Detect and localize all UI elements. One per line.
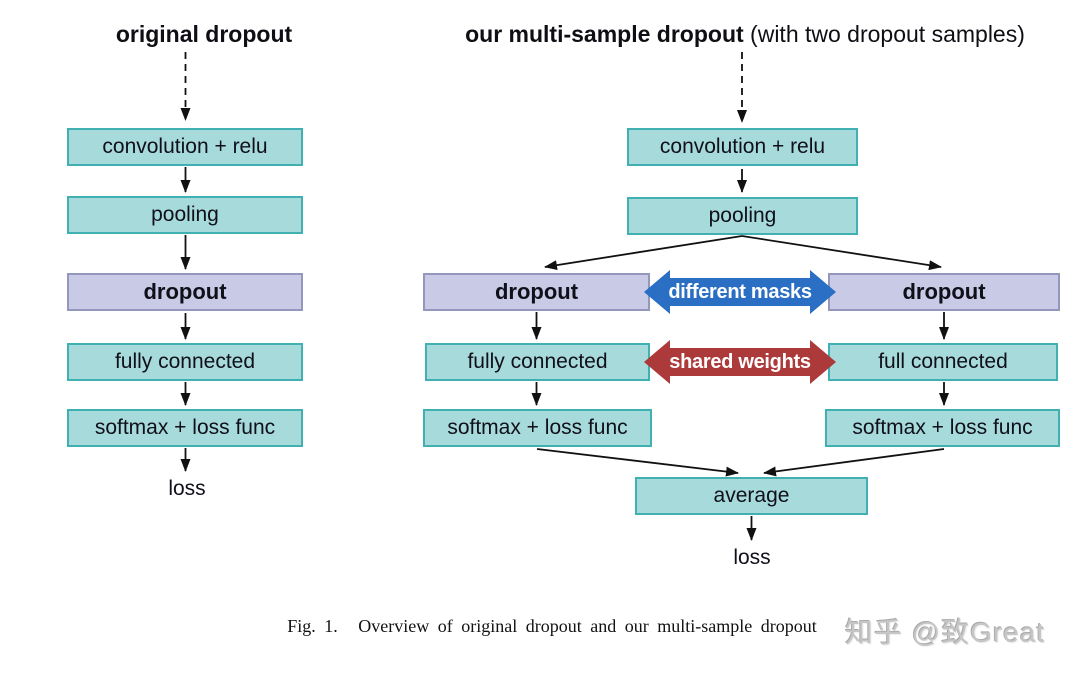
arrow-shaft: [669, 278, 811, 306]
figure-caption: Fig. 1. Overview of original dropout and…: [287, 616, 816, 637]
right-diagram-title-bold: our multi-sample dropout: [465, 21, 744, 47]
right-box-fully-connected-left: fully connected: [425, 343, 650, 381]
left-box-fully-connected: fully connected: [67, 343, 303, 381]
arrow-left-head-icon: [644, 270, 670, 314]
left-box-convolution-relu: convolution + relu: [67, 128, 303, 166]
arrow-left-head-icon: [644, 340, 670, 384]
right-box-dropout-left: dropout: [423, 273, 650, 311]
right-box-pooling: pooling: [627, 197, 858, 235]
figure-caption-text: Overview of original dropout and our mul…: [358, 616, 817, 636]
right-box-full-connected-right: full connected: [828, 343, 1058, 381]
right-loss-label: loss: [733, 546, 771, 569]
different-masks-arrow: different masks: [644, 270, 836, 314]
shared-weights-arrow: shared weights: [644, 340, 836, 384]
left-box-softmax-loss: softmax + loss func: [67, 409, 303, 447]
shared-weights-label: shared weights: [669, 350, 811, 373]
right-diagram-title: our multi-sample dropout (with two dropo…: [465, 21, 1025, 48]
left-loss-label: loss: [168, 477, 206, 500]
right-diagram-title-rest: (with two dropout samples): [743, 21, 1025, 47]
different-masks-label: different masks: [668, 280, 812, 303]
arrow-shaft: [669, 348, 811, 376]
right-box-convolution-relu: convolution + relu: [627, 128, 858, 166]
arrow-right-head-icon: [810, 340, 836, 384]
figure-caption-number: Fig. 1.: [287, 616, 338, 636]
left-diagram-title: original dropout: [115, 21, 293, 47]
left-box-pooling: pooling: [67, 196, 303, 234]
right-box-dropout-right: dropout: [828, 273, 1060, 311]
arrow-right-head-icon: [810, 270, 836, 314]
right-box-softmax-loss-right: softmax + loss func: [825, 409, 1060, 447]
zhihu-watermark: 知乎 @致Great: [845, 617, 1046, 648]
right-box-average: average: [635, 477, 868, 515]
left-box-dropout: dropout: [67, 273, 303, 311]
right-box-softmax-loss-left: softmax + loss func: [423, 409, 652, 447]
